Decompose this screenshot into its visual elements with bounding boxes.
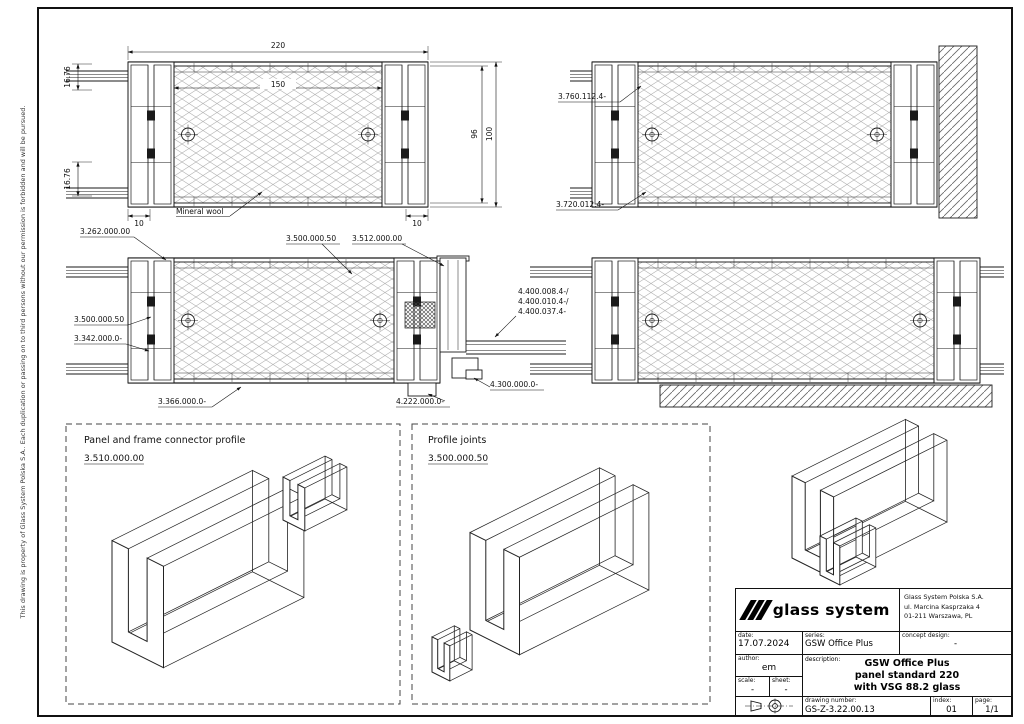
dim-100: 100: [485, 127, 494, 142]
mineral-wool-label: Mineral wool: [176, 207, 223, 216]
drawing-number-cell: drawing number: GS-Z-3.22.00.13: [802, 696, 930, 715]
dim-150: 150: [271, 80, 286, 89]
date-value: 17.07.2024: [738, 639, 790, 650]
address-line2: 01-211 Warszawa, PL: [904, 612, 973, 621]
section-top-left: 220 150 16.76 16.76 96 100 10 10 Mineral…: [63, 41, 502, 228]
profile-label: 3.366.000.0-: [158, 397, 206, 406]
section-middle-left: 3.262.000.00 3.500.000.50 3.512.000.00 3…: [66, 227, 569, 408]
profile-label: 3.760.112.4-: [558, 92, 606, 101]
frame-connector-profile: [404, 255, 566, 397]
title-block: glass system Glass System Polska S.A. ul…: [735, 588, 1012, 716]
section-top-right: 3.760.112.4- 3.720.012.4-: [556, 45, 978, 219]
panel-cross-section: [66, 257, 441, 384]
section-middle-right: [530, 257, 1004, 408]
author-cell: author: em: [736, 655, 802, 676]
dim-16-76-top: 16.76: [63, 66, 72, 88]
author-value: em: [761, 663, 777, 674]
concept-design-cell: concept design: -: [899, 631, 1011, 655]
address-line1: ul. Marcina Kasprzaka 4: [904, 602, 980, 611]
panel-cross-section: [570, 61, 938, 208]
series-value: GSW Office Plus: [805, 639, 873, 650]
company-address: Glass System Polska S.A. ul. Marcina Kas…: [899, 589, 1011, 631]
dim-96: 96: [470, 129, 479, 139]
dim-10-left: 10: [134, 219, 144, 228]
profile-label: 3.500.000.50: [74, 315, 124, 324]
gasket-label: 4.400.010.4-/: [518, 297, 569, 306]
slab-hatch: [659, 384, 993, 408]
page-value: 1/1: [985, 704, 999, 715]
profile-label: 3.500.000.50: [286, 234, 336, 243]
gasket-label: 4.400.008.4-/: [518, 287, 569, 296]
index-value: 01: [946, 704, 957, 715]
company-name: Glass System Polska S.A.: [904, 593, 984, 601]
profile-label: 3.262.000.00: [80, 227, 130, 236]
isometric-connector-profile: [111, 455, 348, 669]
profile-label: 3.720.012.4-: [556, 200, 604, 209]
profile-label: 3.342.000.0-: [74, 334, 122, 343]
concept-design-value: -: [953, 639, 958, 650]
scale-value: -: [750, 685, 755, 696]
brush-seal: [404, 301, 436, 329]
description-text: GSW Office Plus panel standard 220 with …: [853, 658, 961, 694]
series-cell: series: GSW Office Plus: [802, 631, 899, 655]
panel-cross-section: [66, 61, 429, 208]
ownership-notice: This drawing is property of Glass System…: [19, 105, 27, 619]
profile-label: 3.512.000.00: [352, 234, 402, 243]
panel-cross-section: [530, 257, 1004, 384]
page-cell: page: 1/1: [972, 696, 1011, 715]
isometric-joint-profile: [431, 467, 650, 682]
isometric-panel-profile: [791, 418, 948, 586]
dim-16-76-bottom: 16.76: [63, 168, 72, 190]
detail-box1-title: Panel and frame connector profile: [84, 435, 246, 446]
drawing-number-value: GS-Z-3.22.00.13: [805, 704, 875, 715]
logo-text: glass system: [772, 600, 890, 619]
profile-label: 4.222.000.0-: [396, 397, 444, 406]
sheet-value: -: [784, 685, 788, 696]
dim-10-right: 10: [412, 219, 422, 228]
detail-box2-title: Profile joints: [428, 435, 486, 446]
wall-hatch: [938, 45, 978, 219]
detail-box2-code: 3.500.000.50: [428, 454, 488, 464]
scale-cell: scale: -: [736, 677, 769, 696]
gasket-label: 4.400.037.4-: [518, 307, 566, 316]
first-angle-projection-icon: [745, 698, 793, 714]
sheet-cell: sheet: -: [769, 677, 802, 696]
logo-bars-icon: [739, 599, 773, 620]
detail-box1-code: 3.510.000.00: [84, 454, 144, 464]
company-logo: glass system: [736, 589, 899, 631]
sheet-frame: [37, 7, 1013, 717]
projection-symbol-cell: [736, 697, 802, 715]
detail-box-joints: Profile joints 3.500.000.50: [411, 423, 711, 705]
profile-label: 4.300.000.0-: [490, 380, 538, 389]
detail-box-connector: Panel and frame connector profile 3.510.…: [65, 423, 401, 705]
dim-220: 220: [271, 41, 286, 50]
description-cell: description: GSW Office Plus panel stand…: [802, 655, 1011, 696]
index-cell: index: 01: [930, 696, 972, 715]
date-cell: date: 17.07.2024: [736, 632, 802, 655]
